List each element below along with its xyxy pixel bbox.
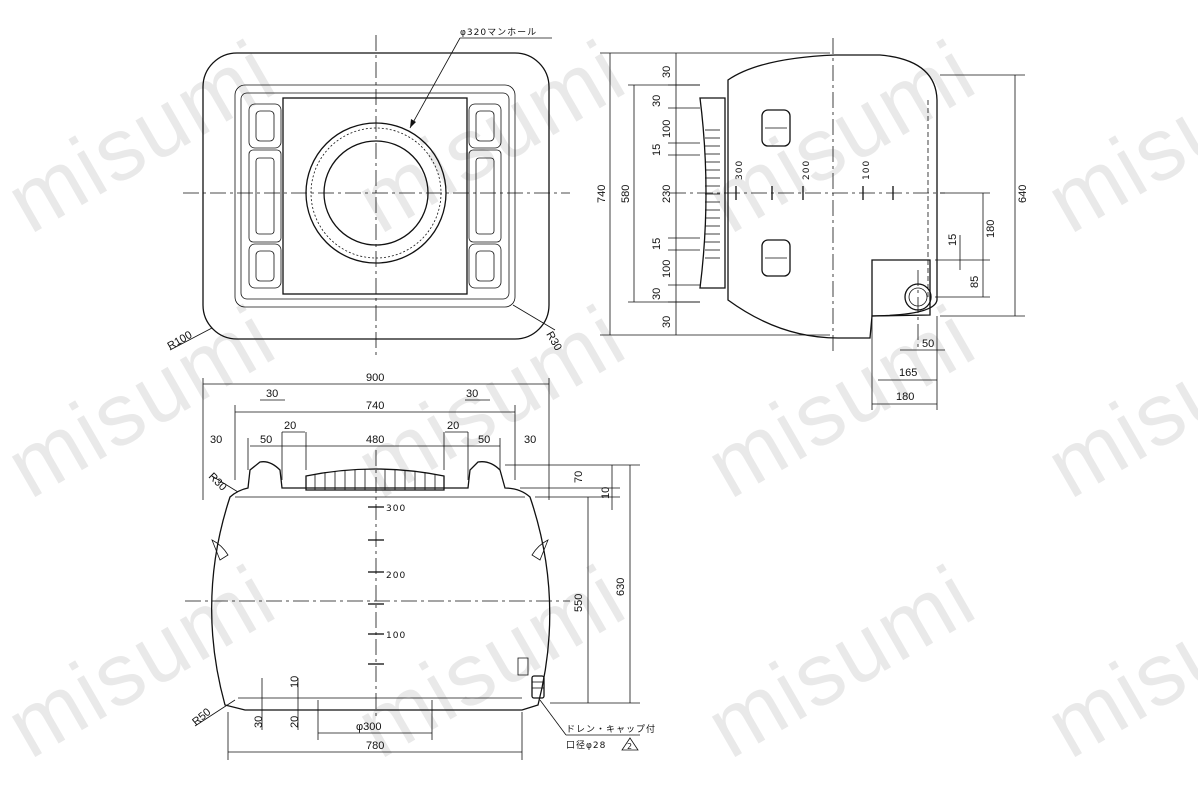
side-scale-300: 300: [735, 160, 745, 180]
dim-550-front: 550: [573, 594, 585, 612]
dim-230-side: 230: [661, 185, 673, 203]
dim-20-right: 20: [447, 420, 459, 432]
dim-100b-side: 100: [661, 260, 673, 278]
side-view: 300 200 100 740 580 30 30 100 15 230 15 …: [596, 38, 1029, 410]
dim-480-front: 480: [366, 434, 384, 446]
tank-rim-top: [234, 84, 516, 308]
svg-text:misumi: misumi: [0, 545, 291, 776]
revision-number: 2: [627, 742, 632, 751]
dim-630-front: 630: [615, 578, 627, 596]
svg-text:misumi: misumi: [0, 20, 291, 251]
svg-text:misumi: misumi: [1030, 545, 1198, 776]
svg-text:misumi: misumi: [1030, 20, 1198, 251]
dim-10-bottom: 10: [289, 676, 301, 688]
dim-85-side: 85: [969, 276, 981, 288]
dim-30c-side: 30: [651, 288, 663, 300]
dim-30-bottom: 30: [253, 716, 265, 728]
manhole-label: φ320マンホール: [460, 27, 537, 38]
dim-20-bottom: 20: [289, 716, 301, 728]
dim-15b-side: 15: [651, 238, 663, 250]
front-scale-100: 100: [386, 631, 406, 641]
side-scale-100: 100: [862, 160, 872, 180]
dim-640-side: 640: [1017, 185, 1029, 203]
dim-30-outer-right: 30: [524, 434, 536, 446]
dim-580-side: 580: [620, 185, 632, 203]
side-scale-200: 200: [802, 160, 812, 180]
dim-180v-side: 180: [985, 220, 997, 238]
dim-740-front: 740: [366, 400, 384, 412]
dim-30a-side: 30: [661, 66, 673, 78]
manhole-lid-front: [305, 468, 445, 491]
dim-30b-side: 30: [651, 95, 663, 107]
dim-740-side: 740: [596, 185, 608, 203]
top-deck: [282, 97, 468, 295]
dim-50-right: 50: [478, 434, 490, 446]
dim-30-right-top: 30: [466, 388, 478, 400]
dim-15a-side: 15: [651, 144, 663, 156]
front-scale-300: 300: [386, 504, 406, 514]
dim-15c-side: 15: [947, 234, 959, 246]
dim-50-left: 50: [260, 434, 272, 446]
tank-outline-front: [211, 461, 551, 711]
dim-165-side: 165: [899, 367, 917, 379]
svg-text:misumi: misumi: [340, 20, 641, 251]
dim-30d-side: 30: [661, 316, 673, 328]
drain-bracket: [871, 259, 931, 317]
dim-180h-side: 180: [896, 391, 914, 403]
svg-text:misumi: misumi: [1030, 285, 1198, 516]
dim-100a-side: 100: [661, 120, 673, 138]
dim-20-left: 20: [284, 420, 296, 432]
svg-text:misumi: misumi: [0, 285, 291, 516]
dim-30-left-top: 30: [266, 388, 278, 400]
radius-r30-front: R30: [206, 471, 229, 494]
dim-900-front: 900: [366, 372, 384, 384]
front-view: 300 200 100 900 740 30 30 20 20 480 30 5…: [185, 372, 656, 760]
svg-text:misumi: misumi: [690, 545, 991, 776]
dim-50-side: 50: [922, 338, 934, 350]
dim-10-front: 10: [600, 487, 612, 499]
drain-size: 口径φ28: [566, 739, 606, 751]
watermark: misumi misumi misumi misumi misumi misum…: [0, 20, 1198, 776]
manhole-profile: [699, 97, 726, 289]
tank-outline-side: [727, 54, 938, 339]
dim-70-front: 70: [573, 471, 585, 483]
front-scale-200: 200: [386, 571, 406, 581]
dim-780-front: 780: [366, 740, 384, 752]
revision-triangle-icon: [621, 737, 639, 751]
dim-phi300: φ300: [356, 721, 382, 733]
drain-label: ドレン・キャップ付: [566, 724, 656, 735]
svg-text:misumi: misumi: [690, 285, 991, 516]
radius-r50: R50: [190, 706, 213, 728]
dim-30-outer-left: 30: [210, 434, 222, 446]
drain-cap-front: [531, 675, 545, 699]
